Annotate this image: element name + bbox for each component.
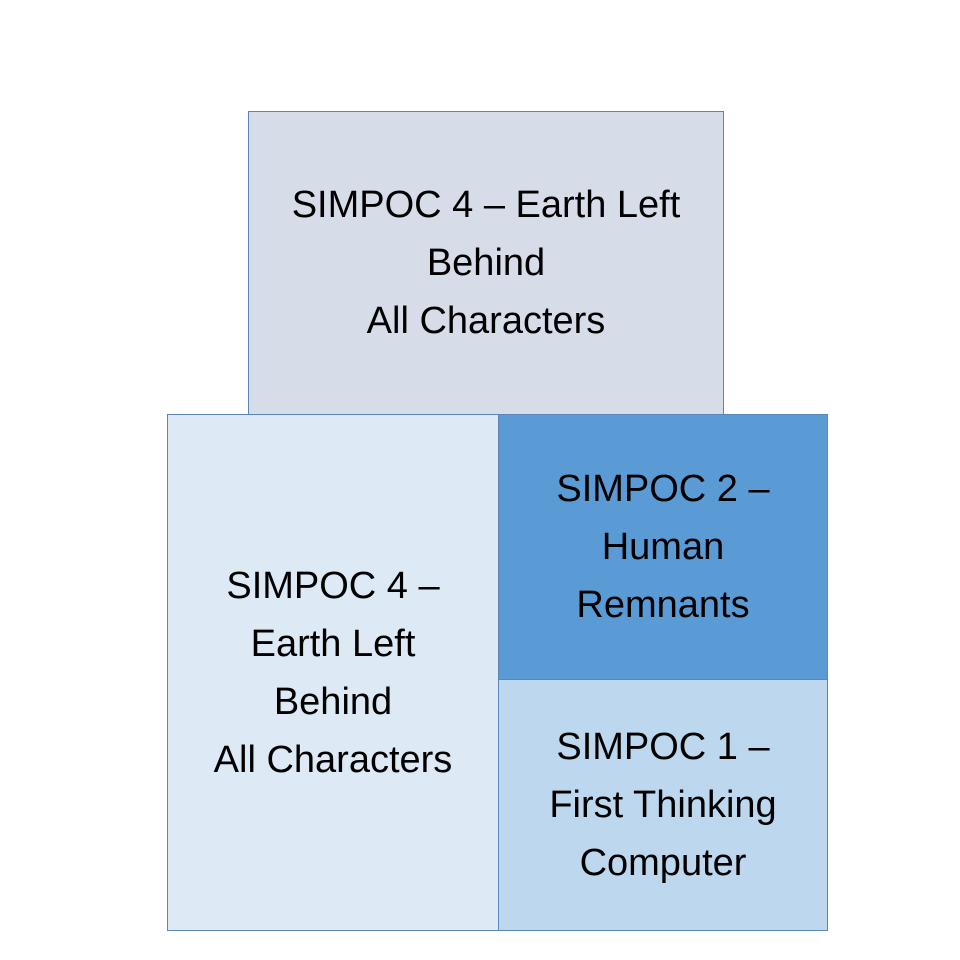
simpoc-4-top-label: SIMPOC 4 – Earth Left Behind All Charact… [292,176,681,350]
label-line: SIMPOC 2 – [556,468,770,510]
label-line: First Thinking [549,784,777,826]
label-line: Human [601,526,725,568]
simpoc-2-box: SIMPOC 2 – Human Remnants [498,414,828,680]
label-line: Behind [273,680,393,723]
simpoc-1-label: SIMPOC 1 – First Thinking Computer [549,718,776,892]
label-line: All Characters [366,300,606,342]
label-line: Remnants [576,584,750,626]
label-line: SIMPOC 4 – Earth Left [291,184,681,226]
label-line: All Characters [213,738,453,781]
label-line: Computer [579,842,747,884]
simpoc-4-left-box: SIMPOC 4 – Earth Left Behind All Charact… [167,414,499,931]
label-line: Earth Left [250,622,416,665]
simpoc-1-box: SIMPOC 1 – First Thinking Computer [498,679,828,931]
simpoc-4-left-label: SIMPOC 4 – Earth Left Behind All Charact… [214,557,453,789]
simpoc-2-label: SIMPOC 2 – Human Remnants [556,460,769,634]
label-line: SIMPOC 1 – [556,726,770,768]
simpoc-4-top-box: SIMPOC 4 – Earth Left Behind All Charact… [248,111,724,415]
label-line: SIMPOC 4 – [226,564,440,607]
label-line: Behind [426,242,546,284]
